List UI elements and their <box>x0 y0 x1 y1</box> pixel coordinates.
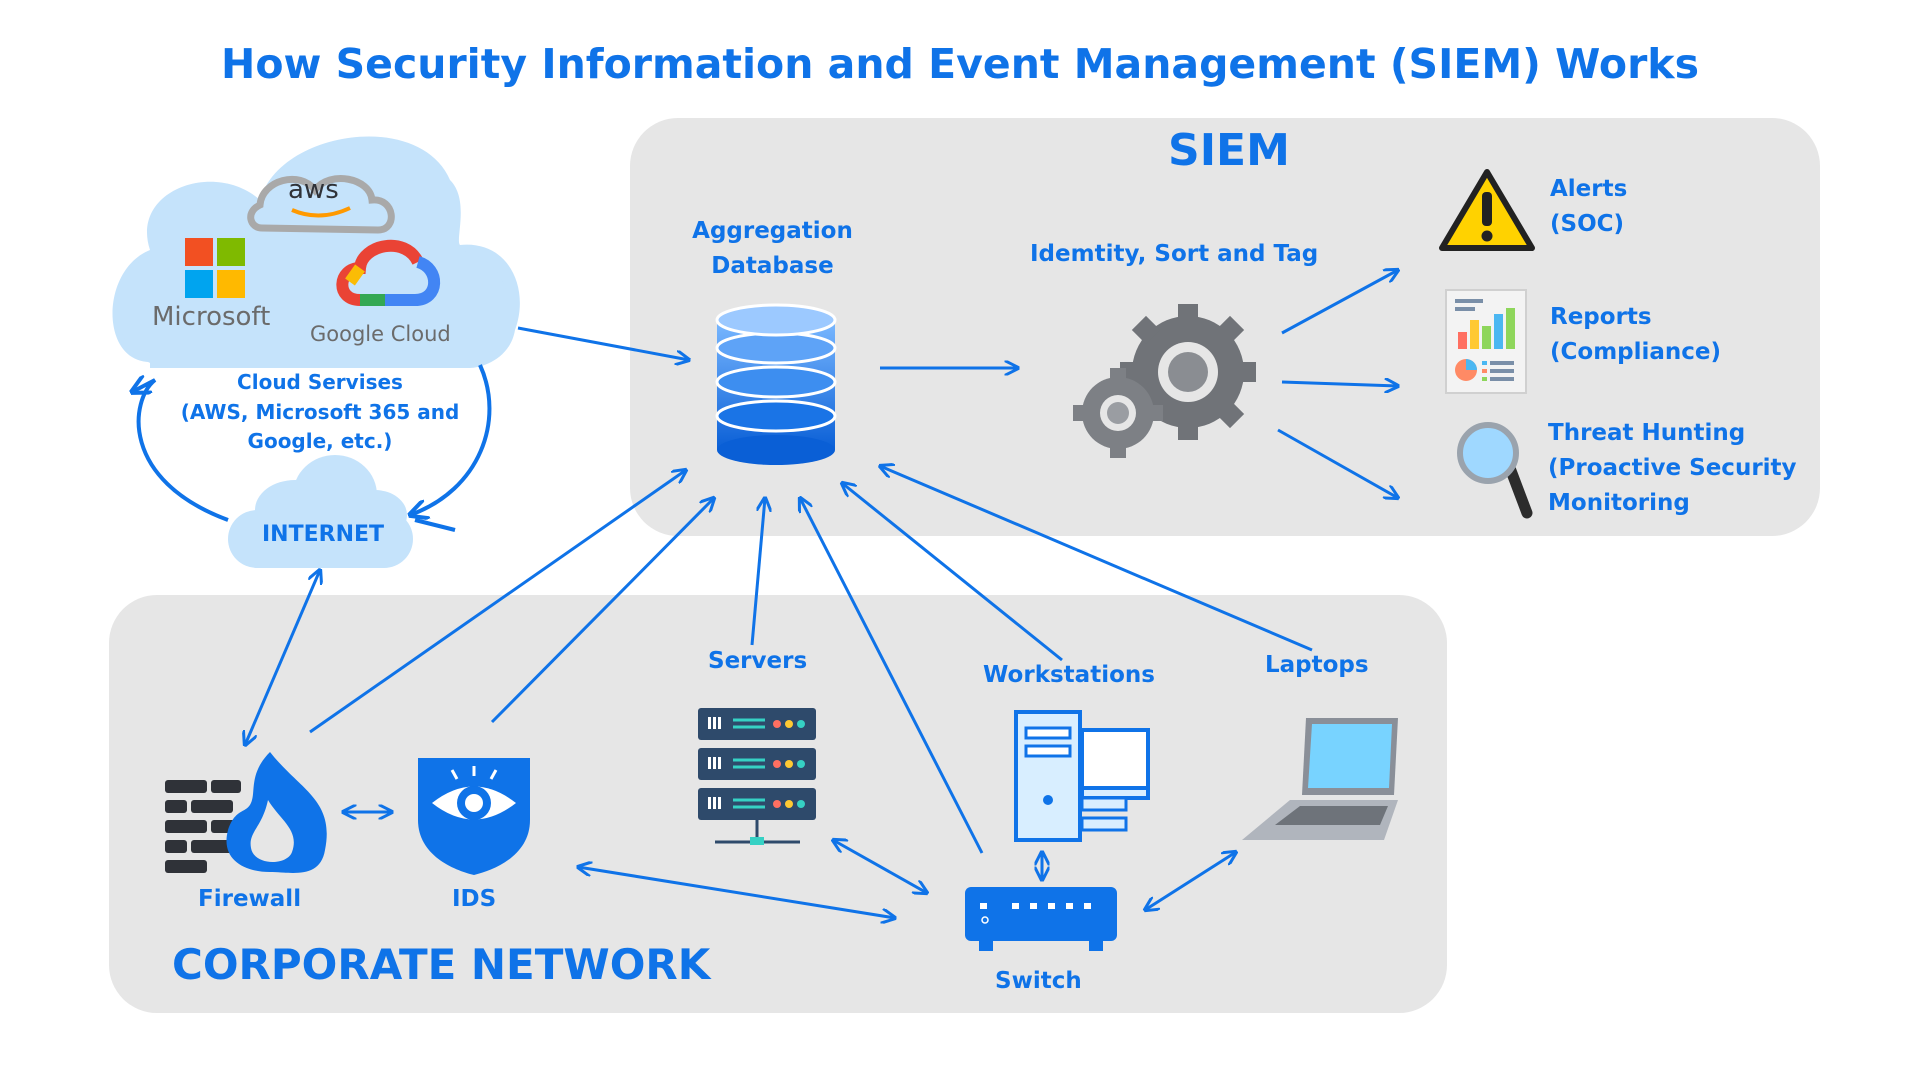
internet-cloud-shape <box>228 455 413 568</box>
cloud-google-label: Google Cloud <box>310 322 451 346</box>
cloud-services-shape <box>112 136 520 368</box>
arrow-ids-to-database <box>490 498 714 724</box>
workstation-icon <box>1014 710 1150 842</box>
alerts-label-line-1: Alerts <box>1550 176 1628 202</box>
arrow-gears-to-threat <box>1277 428 1398 498</box>
alerts-label-line-2: (SOC) <box>1550 211 1625 237</box>
laptops-label: Laptops <box>1265 652 1369 678</box>
arrow-gears-to-alerts <box>1281 270 1398 335</box>
reports-label-line-1: Reports <box>1550 304 1652 330</box>
report-icon <box>1445 289 1527 394</box>
server-rack-icon <box>698 708 816 845</box>
ids-eye-icon <box>418 758 530 875</box>
arrow-cloud-internet-extra <box>414 518 456 532</box>
cloud-caption-line-2: (AWS, Microsoft 365 and <box>180 400 460 424</box>
arrow-workstations-to-database <box>842 483 1063 662</box>
cloud-caption-line-1: Cloud Servises <box>237 370 403 394</box>
arrow-servers-switch <box>833 840 927 893</box>
arrow-cloud-to-internet <box>410 364 492 515</box>
threat-label-line-2: (Proactive Security <box>1548 455 1797 481</box>
arrow-firewall-to-database <box>309 470 686 734</box>
arrow-cloud-to-database <box>517 326 689 360</box>
cloud-caption-line-3: Google, etc.) <box>247 429 393 453</box>
arrow-switch-to-database <box>800 498 984 854</box>
identify-sort-tag-label: Idemtity, Sort and Tag <box>1030 241 1319 267</box>
arrow-servers-to-database <box>750 498 765 646</box>
aggregation-label-line-2: Database <box>711 253 834 279</box>
arrow-laptops-to-database <box>880 466 1313 652</box>
arrow-switch-laptop <box>1145 852 1236 910</box>
arrow-internet-to-cloud <box>132 380 229 522</box>
aws-icon <box>247 175 395 234</box>
cloud-aws-label: aws <box>288 175 339 205</box>
firewall-icon <box>165 752 327 873</box>
database-icon <box>715 303 837 465</box>
switch-icon <box>965 887 1117 951</box>
google-cloud-icon <box>336 239 441 306</box>
switch-label: Switch <box>995 968 1082 994</box>
siem-heading: SIEM <box>1168 125 1290 176</box>
arrow-gears-to-reports <box>1281 382 1398 386</box>
threat-label-line-1: Threat Hunting <box>1548 420 1746 446</box>
gears-icon <box>1073 304 1256 458</box>
ids-label: IDS <box>452 886 497 912</box>
diagram-title: How Security Information and Event Manag… <box>221 40 1699 88</box>
microsoft-icon <box>185 238 245 298</box>
cloud-microsoft-label: Microsoft <box>152 302 271 332</box>
arrow-ids-switch <box>578 867 895 918</box>
corporate-network-heading: CORPORATE NETWORK <box>172 940 711 989</box>
workstations-label: Workstations <box>983 662 1155 688</box>
arrow-internet-firewall <box>245 570 320 745</box>
servers-label: Servers <box>708 648 808 674</box>
aggregation-label-line-1: Aggregation <box>692 218 853 244</box>
laptop-icon <box>1242 718 1398 840</box>
warning-icon <box>1439 169 1535 251</box>
internet-label: INTERNET <box>262 522 385 547</box>
threat-label-line-3: Monitoring <box>1548 490 1690 516</box>
firewall-label: Firewall <box>198 886 302 912</box>
magnifier-icon <box>1457 422 1533 519</box>
reports-label-line-2: (Compliance) <box>1550 339 1722 365</box>
